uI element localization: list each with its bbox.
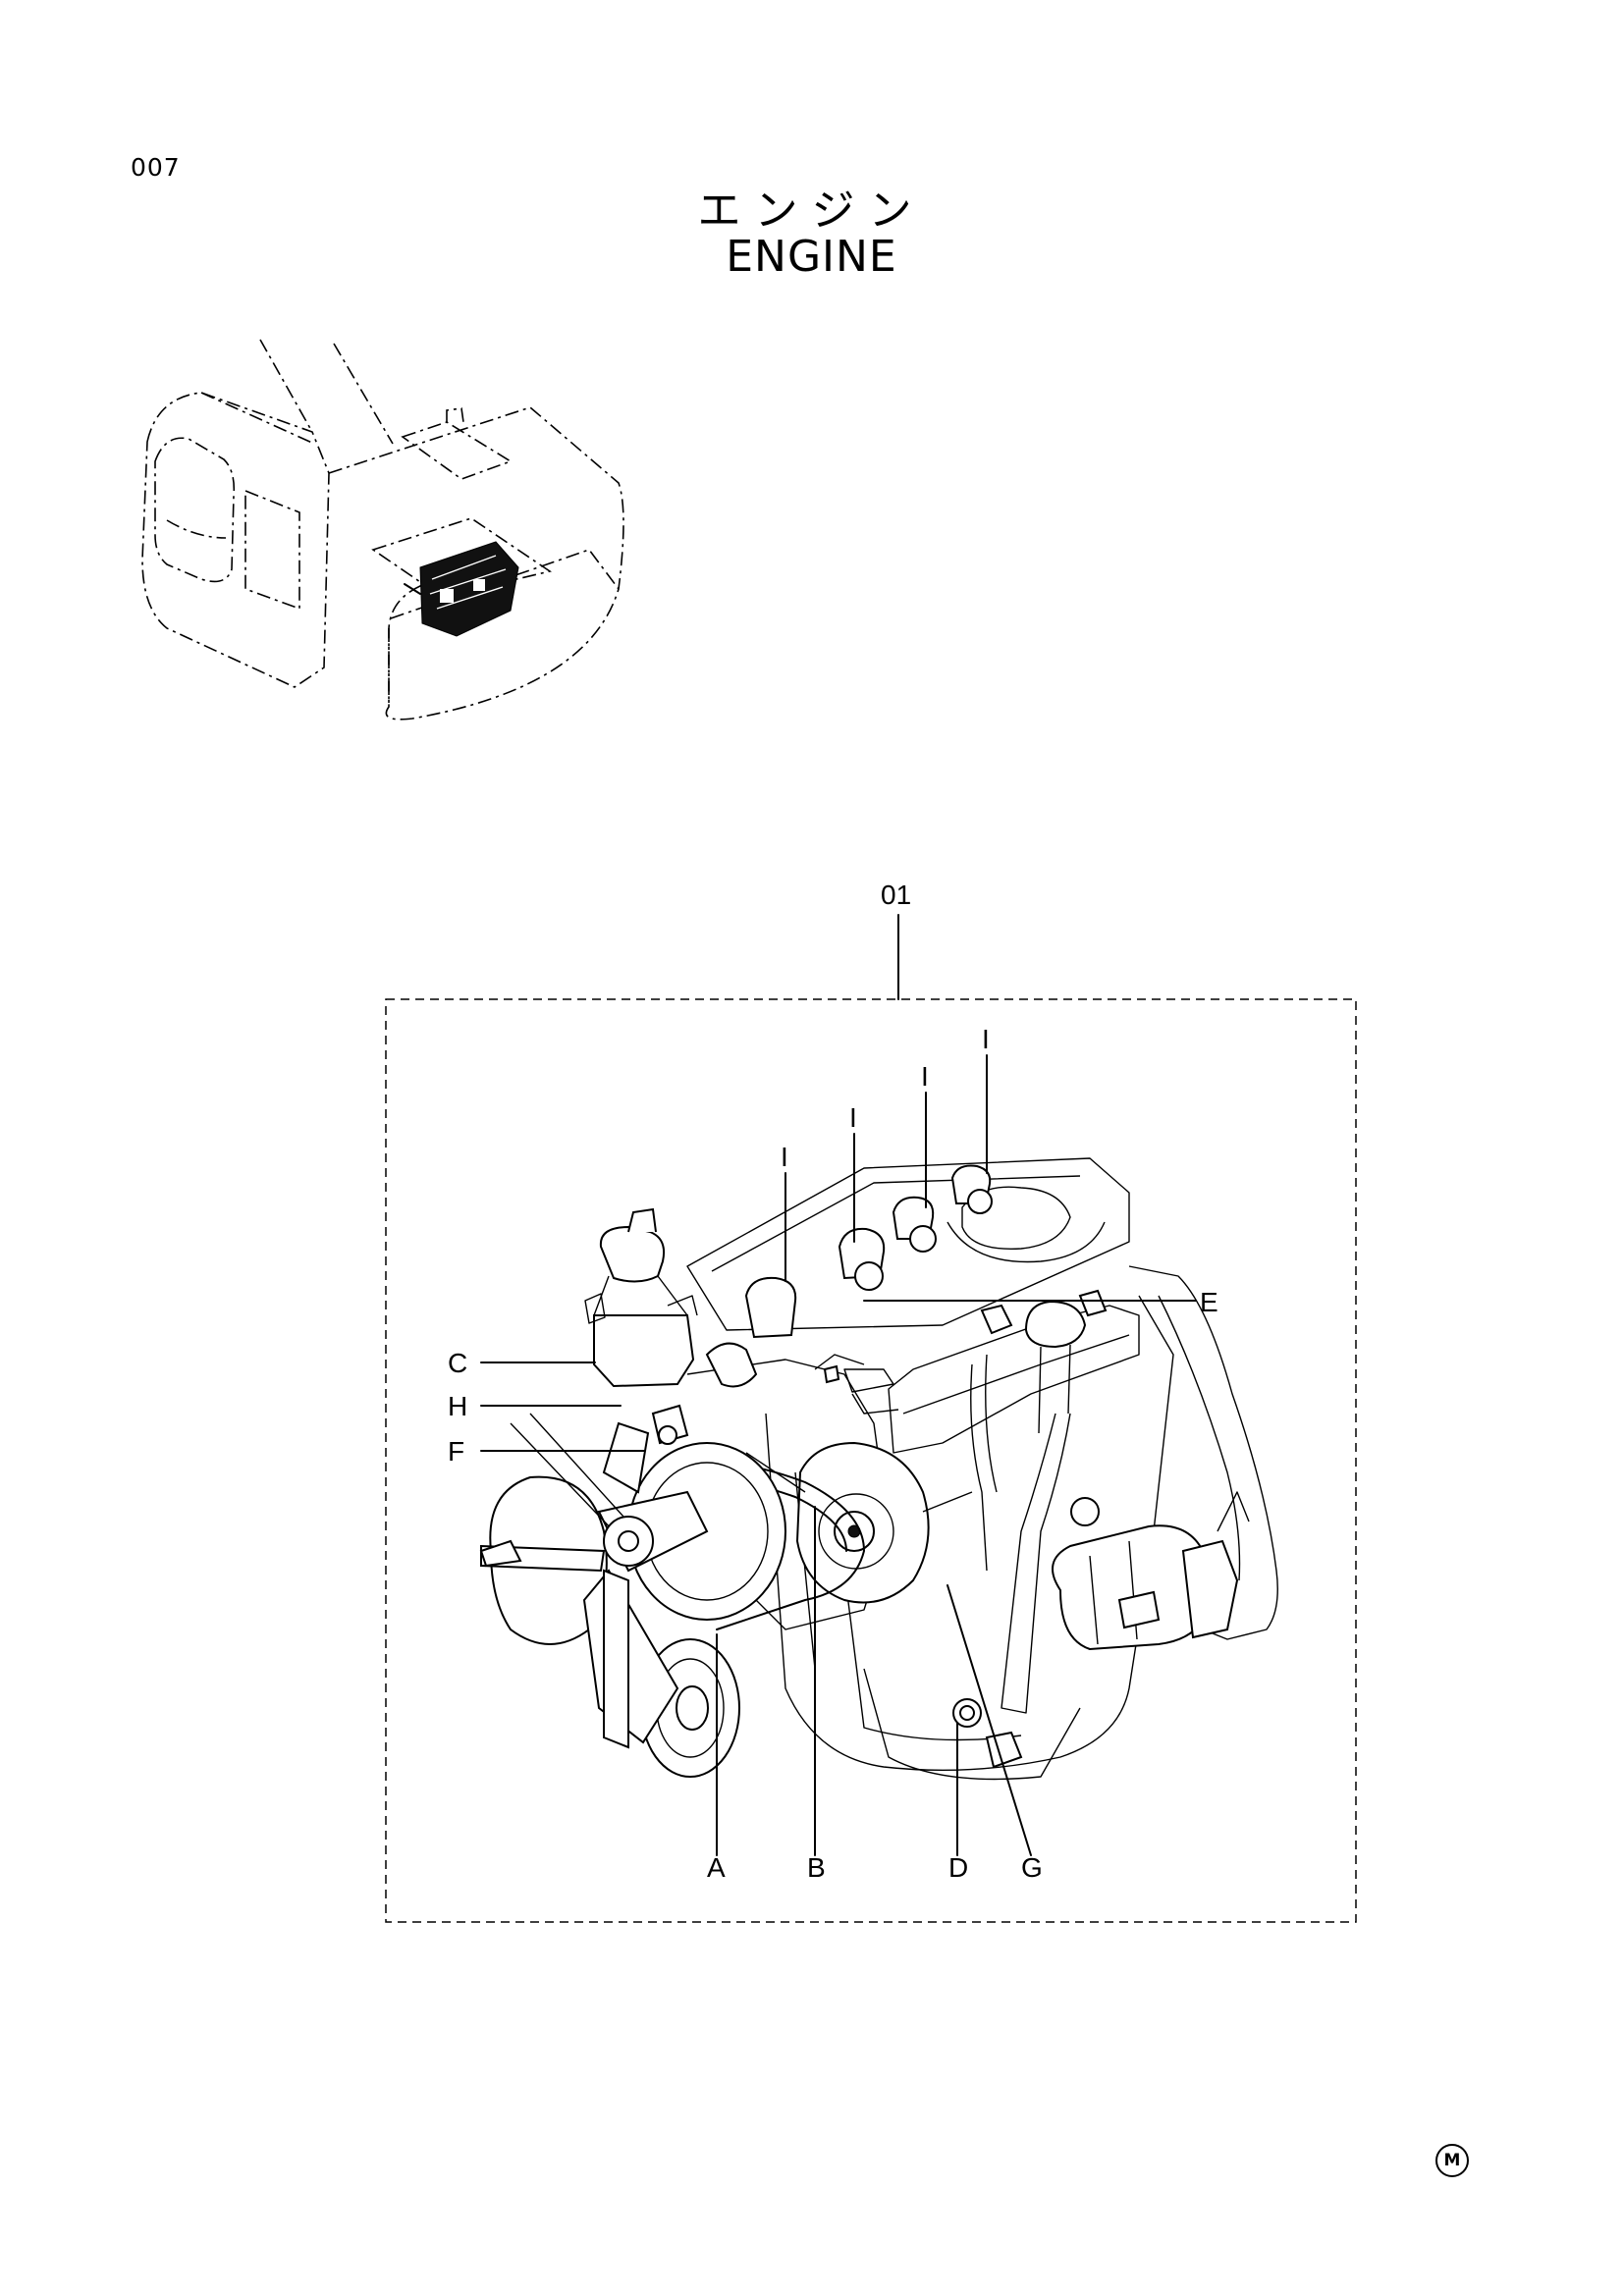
callout-h: H (448, 1391, 467, 1421)
title-japanese: エンジン (697, 186, 926, 236)
engine-location-highlight (404, 541, 519, 637)
callout-i-4: I (982, 1024, 990, 1054)
title-english: ENGINE (726, 232, 897, 282)
callout-labels: C H F E A B D G I I I I (448, 1024, 1218, 1883)
callout-b: B (807, 1852, 826, 1883)
engine-illustration (479, 1157, 1278, 1781)
cooling-fan (479, 1413, 709, 1749)
callout-c: C (448, 1348, 467, 1378)
assembly-label: 01 (881, 880, 911, 910)
callout-d: D (948, 1852, 968, 1883)
excavator-locator-illustration (141, 339, 624, 721)
page-number: 007 (131, 153, 181, 182)
callout-i-2: I (849, 1102, 857, 1133)
callout-i-3: I (921, 1061, 929, 1092)
callout-e: E (1200, 1287, 1218, 1317)
callout-i-1: I (781, 1142, 788, 1172)
assembly-frame (385, 998, 1357, 1923)
callout-f: F (448, 1436, 464, 1467)
callout-g: G (1021, 1852, 1043, 1883)
footer-circled-mark: M (1435, 2144, 1469, 2177)
callout-a: A (707, 1852, 726, 1883)
callout-leaders (480, 1054, 1197, 1856)
injector-nozzles (744, 1164, 993, 1339)
